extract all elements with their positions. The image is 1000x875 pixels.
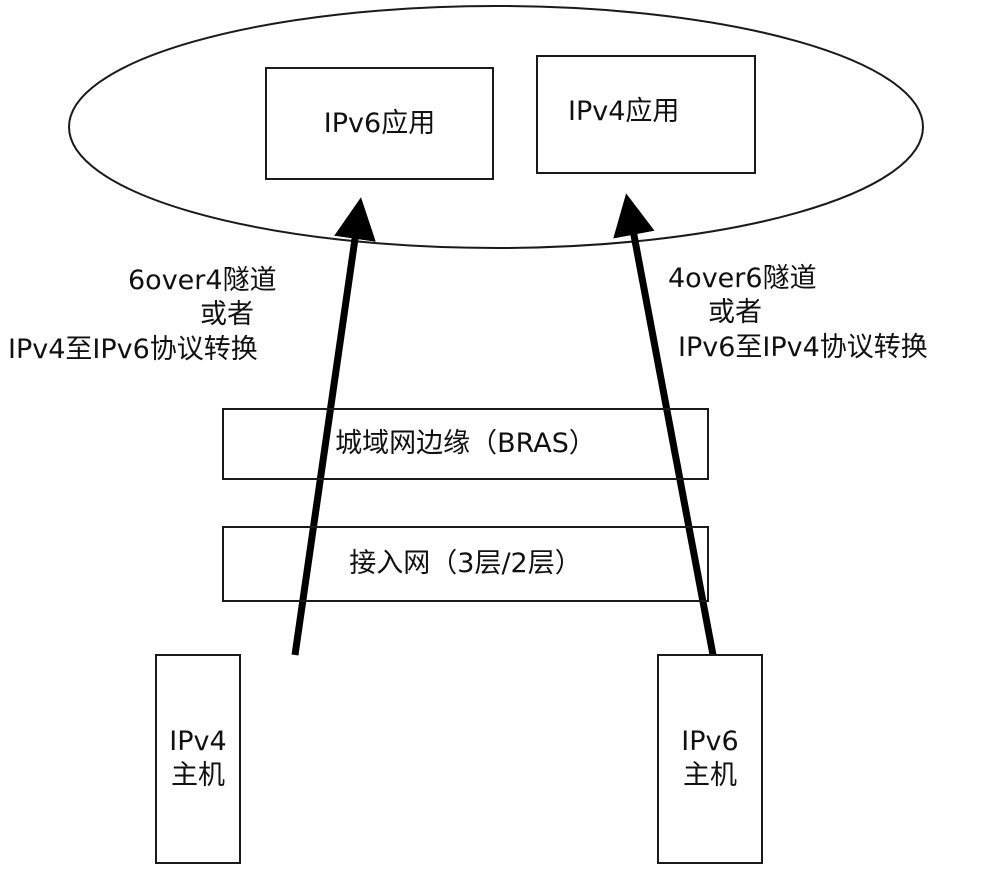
left-path-label-line3: IPv4至IPv6协议转换 — [8, 333, 258, 365]
right-uplink-arrow — [613, 193, 717, 656]
left-path-label-line2: 或者 — [200, 299, 254, 331]
access-network-box: 接入网（3层/2层） — [222, 526, 709, 602]
right-path-label-line3: IPv6至IPv4协议转换 — [678, 331, 928, 363]
ipv6-host-box: IPv6 主机 — [657, 654, 763, 864]
left-uplink-arrow — [291, 197, 376, 656]
ipv4-application-box: IPv4应用 — [536, 55, 756, 174]
right-path-label-line1: 4over6隧道 — [668, 263, 817, 294]
ipv6-host-label-line1: IPv6 — [681, 726, 739, 758]
right-path-label-line2: 或者 — [708, 297, 762, 329]
left-path-label-line1: 6over4隧道 — [128, 265, 277, 296]
ipv6-application-label: IPv6应用 — [323, 107, 436, 139]
metro-edge-bras-box: 城域网边缘（BRAS） — [222, 408, 709, 480]
ipv4-host-box: IPv4 主机 — [155, 654, 241, 864]
ipv4-host-label-line1: IPv4 — [169, 726, 227, 758]
ipv6-host-label-line2: 主机 — [683, 760, 737, 791]
application-domain-ellipse — [68, 5, 924, 249]
ipv6-application-box: IPv6应用 — [265, 67, 494, 180]
right-path-label: 4over6隧道 或者 IPv6至IPv4协议转换 — [668, 262, 998, 365]
access-network-label: 接入网（3层/2层） — [349, 548, 582, 580]
ipv4-host-label-line2: 主机 — [171, 760, 225, 791]
left-path-label: 6over4隧道 或者 IPv4至IPv6协议转换 — [8, 264, 328, 367]
metro-edge-bras-label: 城域网边缘（BRAS） — [335, 428, 596, 460]
ipv4-application-label: IPv4应用 — [568, 96, 680, 127]
